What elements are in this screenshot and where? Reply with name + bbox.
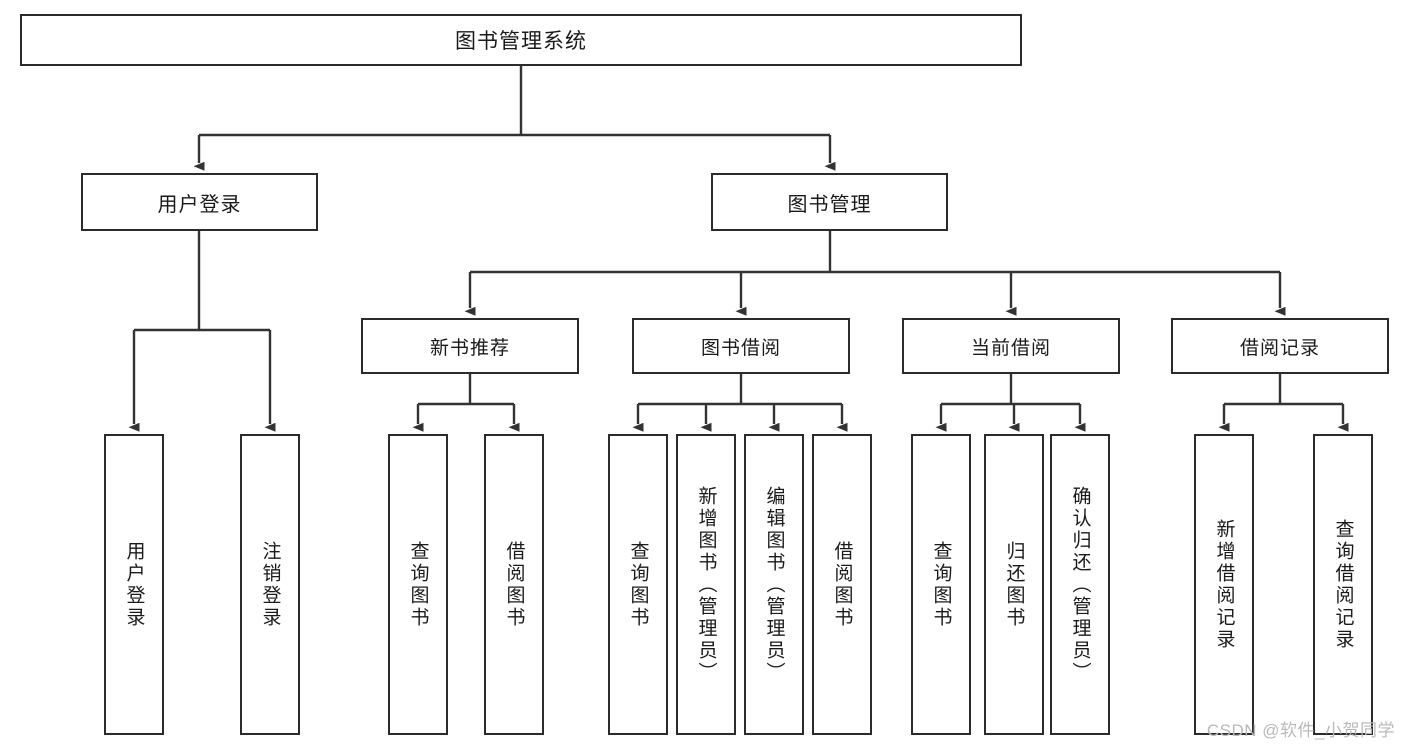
- node-new-book-recommend-label: 新书推荐: [429, 337, 510, 359]
- node-leaf-return-book[interactable]: 归还图书: [984, 434, 1044, 735]
- node-leaf-borrow-book-1[interactable]: 借阅图书: [484, 434, 544, 735]
- node-leaf-add-borrow-record[interactable]: 新增借阅记录: [1194, 434, 1254, 735]
- node-root[interactable]: 图书管理系统: [20, 14, 1022, 66]
- watermark: CSDN @软件_小贺同学: [1206, 721, 1395, 740]
- node-leaf-borrow-book-1-label: 借阅图书: [503, 540, 525, 629]
- node-leaf-user-login-label: 用户登录: [123, 540, 145, 629]
- node-leaf-confirm-return-label: 确认归还（管理员）: [1069, 485, 1091, 684]
- node-user-login-label: 用户登录: [157, 193, 242, 216]
- node-leaf-return-book-label: 归还图书: [1003, 540, 1025, 629]
- node-book-borrow-label: 图书借阅: [700, 337, 781, 359]
- node-new-book-recommend[interactable]: 新书推荐: [361, 318, 579, 374]
- node-leaf-query-book-2-label: 查询图书: [627, 540, 649, 629]
- node-leaf-add-borrow-record-label: 新增借阅记录: [1213, 518, 1235, 651]
- node-book-manage-label: 图书管理: [787, 193, 872, 216]
- node-leaf-add-book-label: 新增图书（管理员）: [695, 485, 717, 684]
- node-current-borrow[interactable]: 当前借阅: [902, 318, 1120, 374]
- node-current-borrow-label: 当前借阅: [970, 337, 1051, 359]
- node-book-manage[interactable]: 图书管理: [711, 173, 948, 231]
- node-leaf-query-book-1[interactable]: 查询图书: [388, 434, 448, 735]
- node-leaf-add-book[interactable]: 新增图书（管理员）: [676, 434, 736, 735]
- node-leaf-edit-book-label: 编辑图书（管理员）: [763, 485, 785, 684]
- node-leaf-logout-login-label: 注销登录: [259, 540, 281, 629]
- node-leaf-query-borrow-record-label: 查询借阅记录: [1332, 518, 1354, 651]
- node-leaf-confirm-return[interactable]: 确认归还（管理员）: [1050, 434, 1110, 735]
- node-borrow-record[interactable]: 借阅记录: [1171, 318, 1389, 374]
- node-leaf-borrow-book-2[interactable]: 借阅图书: [812, 434, 872, 735]
- node-leaf-query-book-3-label: 查询图书: [930, 540, 952, 629]
- node-user-login[interactable]: 用户登录: [81, 173, 318, 231]
- node-leaf-user-login[interactable]: 用户登录: [104, 434, 164, 735]
- node-book-borrow[interactable]: 图书借阅: [632, 318, 850, 374]
- node-root-label: 图书管理系统: [455, 30, 587, 53]
- node-leaf-query-book-1-label: 查询图书: [407, 540, 429, 629]
- node-leaf-query-book-3[interactable]: 查询图书: [911, 434, 971, 735]
- node-borrow-record-label: 借阅记录: [1239, 337, 1320, 359]
- node-leaf-borrow-book-2-label: 借阅图书: [831, 540, 853, 629]
- node-leaf-logout-login[interactable]: 注销登录: [240, 434, 300, 735]
- node-leaf-edit-book[interactable]: 编辑图书（管理员）: [744, 434, 804, 735]
- node-leaf-query-book-2[interactable]: 查询图书: [608, 434, 668, 735]
- node-leaf-query-borrow-record[interactable]: 查询借阅记录: [1313, 434, 1373, 735]
